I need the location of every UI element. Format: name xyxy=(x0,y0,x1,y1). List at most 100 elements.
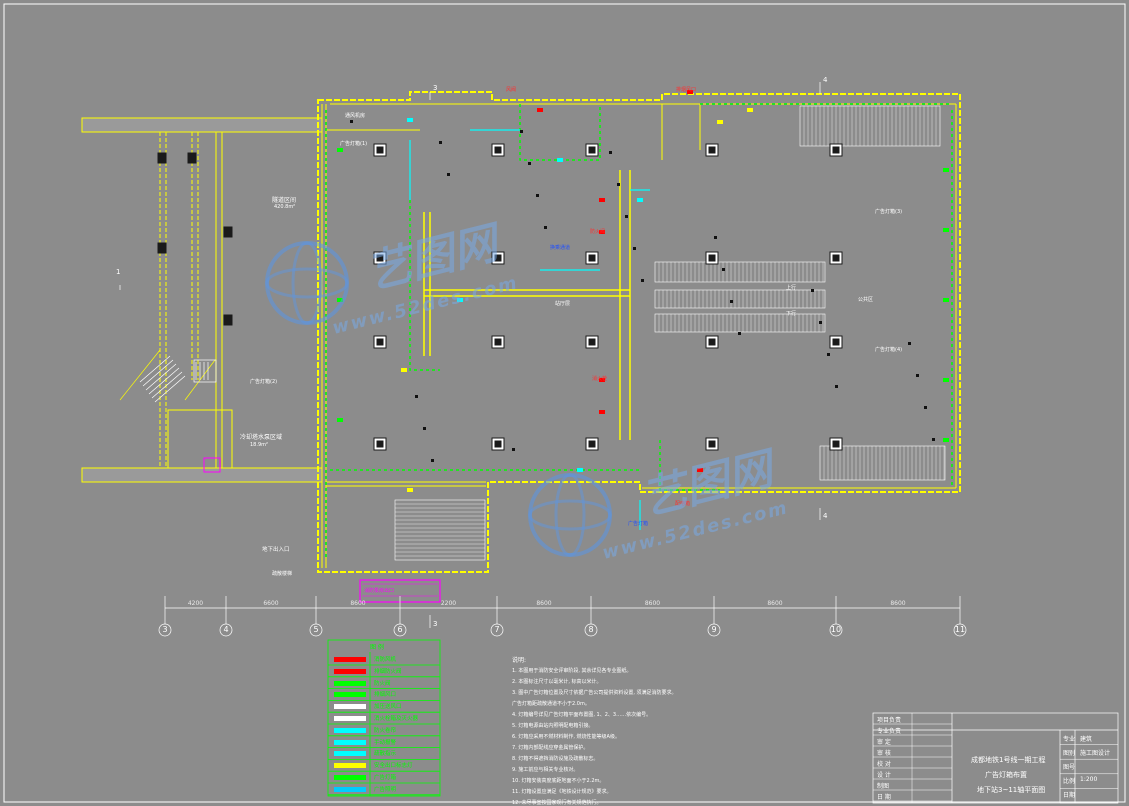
info-label: 图别 xyxy=(1063,750,1076,757)
side-label-left-1: 广告灯箱(1) xyxy=(340,141,368,147)
annotation-magenta: 消防泵房出口 xyxy=(364,588,395,594)
legend-symbol xyxy=(334,739,366,745)
equipment-marker xyxy=(407,488,413,492)
small-fixture xyxy=(714,236,717,239)
legend-label: 广告照明 xyxy=(374,786,397,793)
grid-bubble xyxy=(219,623,233,637)
small-fixture xyxy=(641,279,644,282)
legend-label: 广告灯箱 xyxy=(374,775,397,781)
signature-row-label: 设 计 xyxy=(877,772,891,779)
equipment-marker xyxy=(337,148,343,152)
equipment-marker xyxy=(717,120,723,124)
grid-bubble xyxy=(309,623,323,637)
grid-axis-label: 3 xyxy=(162,625,168,634)
legend-item: 疏散指示 xyxy=(328,748,440,760)
room-label-cooling: 冷却塔水泵区域 xyxy=(240,434,283,441)
annotation-panel: 配电箱 xyxy=(675,501,691,507)
note-line: 8. 灯箱不得遮挡消防设施及疏散标志。 xyxy=(512,756,599,762)
grid-dimension: 4200 xyxy=(187,600,204,607)
small-fixture xyxy=(633,247,636,250)
column-core xyxy=(588,146,596,154)
small-fixture xyxy=(609,151,612,154)
legend-frame xyxy=(327,639,441,797)
grid-dimension: 8600 xyxy=(890,600,906,607)
note-line: 10. 灯箱安装高度底距地面不小于2.2m。 xyxy=(512,778,605,784)
column-core xyxy=(588,254,596,262)
equipment-marker xyxy=(943,168,949,172)
small-fixture xyxy=(908,342,911,345)
legend-item: 广告照明 xyxy=(328,784,440,796)
columns xyxy=(157,143,843,451)
small-fixture xyxy=(924,406,927,409)
equipment-marker xyxy=(599,410,605,414)
grid-bubble xyxy=(393,623,407,637)
drawing-title: 地下站3~11轴平面图 xyxy=(977,786,1046,794)
equipment-marker xyxy=(943,298,949,302)
column-core xyxy=(376,338,384,346)
legend-item: 广告灯箱 xyxy=(328,772,440,784)
small-fixture xyxy=(835,385,838,388)
signature-row-label: 项目负责 xyxy=(877,717,902,724)
legend-label: 排烟风口 xyxy=(374,692,397,699)
column-core xyxy=(376,440,384,448)
legend-label: 防火卷帘 xyxy=(374,727,397,734)
small-fixture xyxy=(423,427,426,430)
note-line: 7. 灯箱内部配线应穿金属管保护。 xyxy=(512,745,589,751)
note-line: 11. 灯箱设置应满足《地铁设计规范》要求。 xyxy=(512,789,612,795)
grid-bubble xyxy=(158,623,172,637)
legend-symbol xyxy=(334,716,366,721)
room-label-stair: 疏散楼梯 xyxy=(272,571,293,577)
legend-symbol xyxy=(334,668,366,674)
legend-item: 手动报警 xyxy=(328,737,440,749)
column-core xyxy=(494,338,502,346)
grid-axis-label: 7 xyxy=(494,625,500,634)
legend-symbol xyxy=(334,751,366,757)
small-fixture xyxy=(512,448,515,451)
note-line: 9. 施工前应与相关专业核对。 xyxy=(512,767,579,773)
small-fixture xyxy=(811,289,814,292)
info-label: 图号 xyxy=(1063,764,1076,771)
small-fixture xyxy=(827,353,830,356)
signature-row-label: 审 定 xyxy=(877,739,891,746)
grid-dimension: 8600 xyxy=(767,600,783,607)
grid-axis-label: 10 xyxy=(830,625,842,634)
small-fixture xyxy=(625,215,628,218)
grid-axis xyxy=(158,596,967,637)
grid-dimension: 6600 xyxy=(263,600,279,607)
small-fixture xyxy=(415,395,418,398)
room-label-hall: 站厅层 xyxy=(555,301,571,307)
equipment-marker xyxy=(943,438,949,442)
small-fixture xyxy=(528,162,531,165)
signature-row-label: 校 对 xyxy=(877,761,891,768)
grid-dimension: 2200 xyxy=(440,600,457,607)
left-tunnel xyxy=(81,117,323,483)
tunnel-column xyxy=(157,242,167,254)
side-label-left-2: 广告灯箱(2) xyxy=(250,379,278,385)
legend-symbol xyxy=(334,704,366,710)
escalators xyxy=(394,105,946,561)
tunnel-column xyxy=(187,152,197,164)
small-fixture xyxy=(431,459,434,462)
grid-axis-label: 6 xyxy=(397,625,403,634)
signature-row-label: 制图 xyxy=(877,783,890,790)
legend-item: 排烟风口 xyxy=(328,689,440,701)
column-core xyxy=(708,440,716,448)
legend-symbol xyxy=(334,692,366,698)
note-line: 6. 灯箱应采用不燃材料制作, 燃烧性能等级A级。 xyxy=(512,734,620,740)
grid-bubble xyxy=(490,623,504,637)
column-core xyxy=(588,338,596,346)
room-label-tunnel: 隧道区间 xyxy=(272,197,297,204)
column-core xyxy=(832,254,840,262)
annotation-smoke-outlet: 排烟风口 xyxy=(676,87,697,93)
column-core xyxy=(494,254,502,262)
legend-item: 防火阀 xyxy=(328,678,440,690)
small-fixture xyxy=(617,183,620,186)
annotation-damper: 风阀 xyxy=(506,87,517,93)
small-fixture xyxy=(738,332,741,335)
legend-label: 疏散指示 xyxy=(374,751,397,758)
section-mark-4-top: 4 xyxy=(823,76,828,84)
grid-dimension: 8600 xyxy=(350,600,366,607)
grid-bubble xyxy=(953,623,967,637)
equipment-marker xyxy=(599,198,605,202)
